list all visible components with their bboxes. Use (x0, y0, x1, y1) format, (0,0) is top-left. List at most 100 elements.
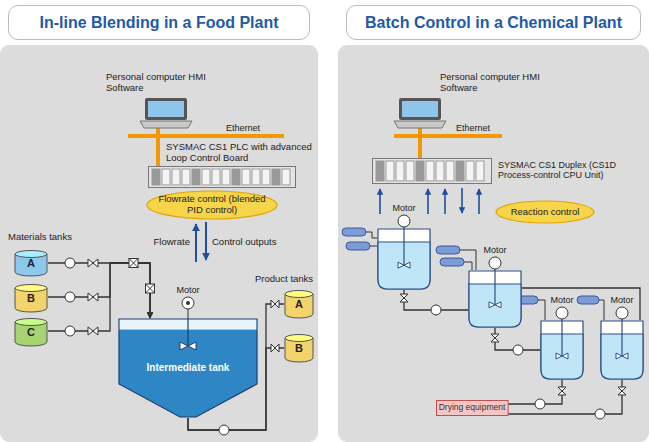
feed-tube (516, 296, 538, 304)
rack-module (436, 161, 444, 181)
pump-symbol (535, 399, 545, 409)
pipe-line (522, 288, 640, 320)
tank-name: Intermediate tank (147, 362, 230, 374)
rack-outline (148, 166, 296, 188)
ethernet-link (156, 128, 160, 166)
rack-module (282, 169, 290, 185)
plc-label: SYSMAC CS1 Duplex (CS1D Process-control … (498, 160, 642, 181)
ellipse-outline (496, 201, 594, 223)
rack-module (446, 161, 454, 181)
pump-symbol (65, 258, 75, 268)
motor-label: Motor (550, 295, 573, 305)
motor-symbol (398, 215, 410, 227)
signal-arrow (427, 189, 429, 214)
tank-top (285, 335, 313, 342)
signal-arrow (444, 189, 446, 214)
text-label: Flowrate (140, 237, 190, 248)
panel: Personal computer HMI SoftwareSYSMAC CS1… (338, 45, 649, 442)
rack-module (426, 161, 434, 181)
laptop-base (394, 121, 446, 128)
text-label: Product tanks (255, 274, 313, 285)
laptop-screen (148, 101, 184, 117)
computer: Personal computer HMI Software (140, 98, 192, 128)
rack-module (376, 161, 384, 181)
agitator-shaft (494, 270, 495, 305)
pump-symbol (513, 345, 523, 355)
ethernet-link (418, 128, 422, 158)
pump-symbol (595, 409, 605, 419)
pipe-line (508, 380, 562, 404)
feed-line (366, 232, 604, 320)
motor-symbol (398, 215, 628, 320)
motor-symbol (186, 301, 190, 305)
reactor-tank: Motor (600, 320, 644, 380)
feed-tube (577, 296, 599, 304)
rack-module (272, 169, 280, 185)
feed-tube (346, 242, 370, 250)
motor-shaft (188, 309, 189, 318)
pump-symbol (431, 305, 441, 315)
material-tank: A (14, 250, 48, 276)
plc-rack: SYSMAC CS1 Duplex (CS1D Process-control … (372, 158, 492, 184)
reactor-outline (600, 320, 644, 380)
control-text: Reaction control (511, 207, 580, 218)
agitator-shaft (621, 320, 622, 356)
tank-letter: A (27, 257, 35, 270)
tank-letter: B (27, 292, 35, 305)
motor-symbol (489, 257, 501, 269)
pump-symbol (65, 292, 75, 302)
computer-label: Personal computer HMI Software (106, 72, 206, 94)
pipe-line (508, 380, 622, 414)
control-ellipse: Flowrate control (blended PID control) (146, 190, 278, 220)
flowrate-arrow (195, 224, 197, 262)
feed-tube (342, 228, 366, 236)
rack-module (476, 161, 484, 181)
ethernet-bus (394, 134, 502, 138)
tank-outline (119, 319, 257, 417)
valve-symbol (271, 300, 279, 308)
flowmeter-symbol (146, 284, 155, 293)
signal-arrow (461, 188, 463, 213)
laptop-outline (394, 98, 446, 128)
valve-symbol (88, 259, 98, 267)
valve-symbol (558, 387, 566, 395)
agitator-shaft (187, 318, 188, 346)
rack-module (182, 169, 190, 185)
tank-top (285, 291, 313, 298)
ethernet-bus (128, 134, 284, 138)
laptop-frame (145, 98, 187, 120)
tank-top (15, 285, 47, 292)
valve-symbol (400, 294, 626, 395)
reactor-outline (540, 320, 584, 380)
rack-module (232, 169, 240, 185)
reactor-outline (377, 228, 431, 290)
motor-label: Motor (176, 285, 199, 295)
reactor-tank: Motor (468, 270, 522, 328)
pipe-line (188, 348, 284, 430)
reactor-outline (378, 229, 430, 289)
signal-arrow (380, 188, 479, 214)
rack-module (416, 161, 424, 181)
ellipse-outline (147, 191, 277, 219)
rack-module (456, 161, 464, 181)
intermediate-tank: MotorIntermediate tank (118, 318, 258, 418)
rack-module (252, 169, 260, 185)
rack-module (386, 161, 394, 181)
box-outline (436, 401, 508, 416)
pump-symbol (219, 425, 229, 435)
pump-symbol (65, 258, 229, 435)
pump-symbol (431, 305, 605, 419)
rack-module (466, 161, 474, 181)
feed-tube (342, 228, 599, 304)
text-label: Control outputs (212, 237, 276, 248)
rack-module (152, 169, 160, 185)
laptop-frame (399, 98, 441, 120)
agitator-blade (616, 353, 628, 359)
reactor-outline (468, 270, 522, 328)
material-tank: B (14, 284, 48, 312)
edge-label: Ethernet (226, 123, 260, 133)
control-output-arrow (205, 222, 207, 260)
laptop-outline (140, 98, 192, 128)
edge-label: Ethernet (456, 123, 490, 133)
